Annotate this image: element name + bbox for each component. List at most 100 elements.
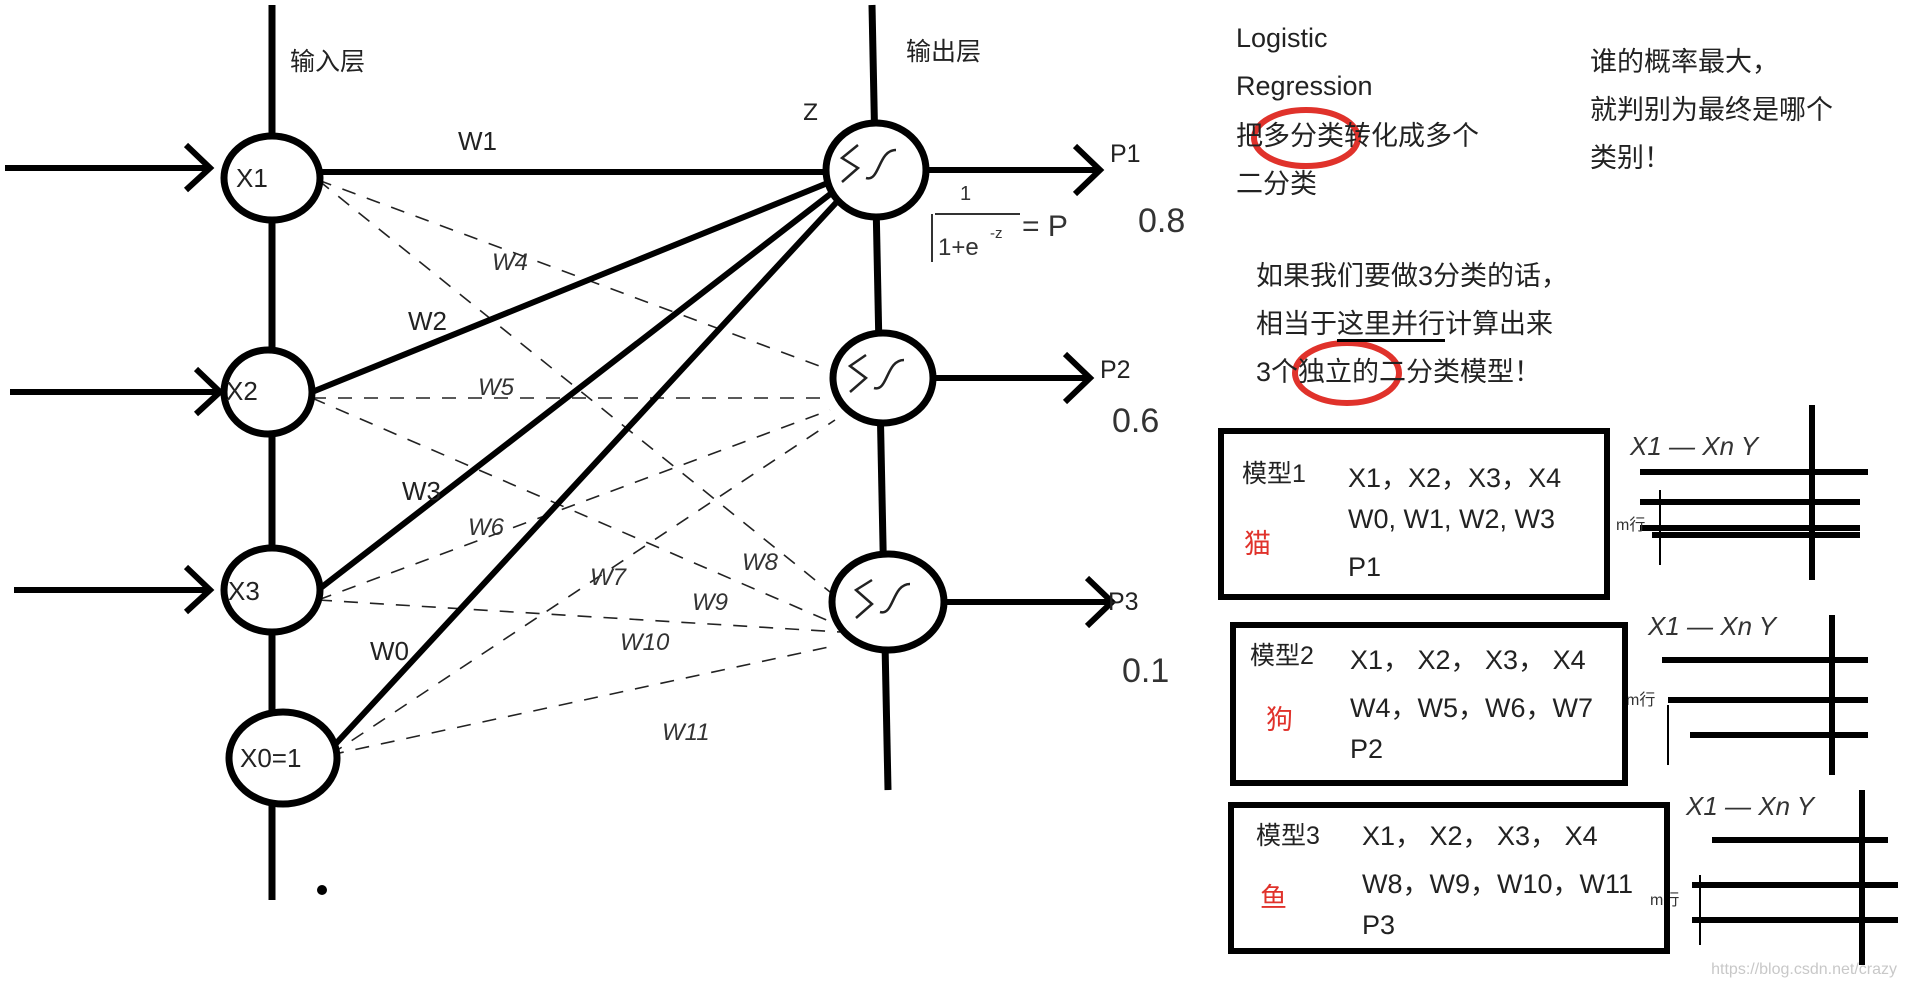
- parallel-line2-b: 这里: [1337, 309, 1391, 342]
- model-label-2: 模型2: [1250, 642, 1314, 670]
- input-node-x2: [220, 346, 316, 438]
- convert-prefix: 把: [1236, 121, 1263, 151]
- notes-parallel: 如果我们要做3分类的话， 相当于这里并行计算出来 3个独立的二分类模型！: [1256, 252, 1568, 396]
- model-box-1: 模型1 猫 X1，X2，X3，X4 W0, W1, W2, W3 P1: [1218, 428, 1610, 600]
- parallel-line3-c: 二分类模型！: [1379, 357, 1542, 387]
- model-weights-3: W8，W9，W10，W11: [1362, 869, 1634, 899]
- model-label-3: 模型3: [1256, 822, 1320, 850]
- input-node-x1: [220, 132, 324, 224]
- notes-title-line2: Regression: [1236, 71, 1373, 101]
- model-animal-3: 鱼: [1260, 883, 1287, 913]
- model-animal-1: 猫: [1244, 529, 1271, 559]
- parallel-line3-circled: 独立的: [1298, 357, 1380, 387]
- convert-suffix: 转化成多个: [1344, 121, 1479, 151]
- formula-denominator: 1+e: [938, 234, 979, 261]
- model-box-2: 模型2 狗 X1， X2， X3， X4 W4，W5，W6，W7 P2: [1230, 622, 1628, 786]
- input-label-x3: X3: [228, 576, 260, 606]
- output-value-1: 0.8: [1138, 202, 1185, 240]
- output-p1: P1: [1110, 140, 1141, 168]
- output-arrows: [926, 143, 1117, 629]
- input-layer-label: 输入层: [290, 48, 365, 76]
- model-output-3: P3: [1362, 910, 1396, 940]
- input-label-x1: X1: [236, 163, 268, 193]
- model-output-2: P2: [1350, 734, 1384, 764]
- formula-result: = P: [1022, 210, 1068, 243]
- parallel-line3-a: 3个: [1256, 357, 1299, 387]
- output-layer-label: 输出层: [906, 38, 981, 66]
- handwritten-weight-labels: W4 W5 W6 W7 W8 W9 W10 W11: [468, 249, 779, 746]
- model-output-1: P1: [1348, 552, 1382, 582]
- model-weights-1: W0, W1, W2, W3: [1348, 504, 1556, 534]
- table-rows-2: m行: [1626, 691, 1655, 709]
- notes-title-line1: Logistic: [1236, 23, 1328, 53]
- output-nodes: [822, 119, 948, 654]
- weight-w1: W1: [458, 126, 497, 156]
- watermark: https://blog.csdn.net/crazy: [1711, 961, 1897, 978]
- parallel-line2-a: 相当于: [1256, 309, 1337, 339]
- input-nodes: X1 X2 X3 X0=1: [220, 132, 341, 808]
- input-node-x3: [220, 544, 324, 636]
- dashed-connections: [311, 179, 841, 756]
- prob-line2: 就判别为最终是哪个: [1590, 95, 1833, 125]
- model-features-2: X1， X2， X3， X4: [1350, 645, 1586, 675]
- solid-weight-labels: W1 W2 W3 W0: [370, 126, 497, 666]
- notes-convert: 把多分类转化成多个 二分类: [1236, 112, 1479, 208]
- parallel-line2-c: 并行: [1391, 309, 1445, 342]
- sigmoid-formula: 1 1+e -z = P: [931, 183, 1068, 262]
- notes-title: Logistic Regression: [1236, 14, 1373, 110]
- output-value-2: 0.6: [1112, 402, 1159, 440]
- highlight-circle-multiclass: [1251, 107, 1361, 169]
- weight-w5: W5: [478, 374, 515, 401]
- model-features-1: X1，X2，X3，X4: [1348, 463, 1562, 493]
- output-node-3: [828, 550, 948, 654]
- output-p2: P2: [1100, 356, 1131, 384]
- output-values: 0.8 0.6 0.1: [1112, 202, 1185, 690]
- weight-w11: W11: [662, 719, 710, 746]
- table-header-2: X1 — Xn Y: [1647, 611, 1778, 641]
- formula-numerator: 1: [960, 183, 971, 205]
- notes-probability: 谁的概率最大， 就判别为最终是哪个 类别！: [1590, 38, 1833, 182]
- highlight-circle-independent: [1292, 340, 1402, 406]
- output-value-3: 0.1: [1122, 652, 1169, 690]
- solid-connections: [310, 169, 849, 753]
- formula-exponent: -z: [990, 225, 1003, 242]
- output-labels: P1 P2 P3: [1100, 140, 1141, 616]
- model-label-1: 模型1: [1242, 460, 1306, 488]
- table-rows-1: m行: [1616, 516, 1645, 534]
- parallel-line2-d: 计算出来: [1445, 309, 1553, 339]
- input-label-x2: X2: [226, 376, 258, 406]
- model-weights-2: W4，W5，W6，W7: [1350, 693, 1593, 723]
- weight-w9: W9: [692, 589, 728, 616]
- input-node-x0: [225, 708, 341, 808]
- convert-circled: 多分类: [1263, 121, 1344, 151]
- weight-w6: W6: [468, 514, 505, 541]
- input-arrows: [5, 142, 225, 615]
- weight-w3: W3: [402, 476, 441, 506]
- model-box-3: 模型3 鱼 X1， X2， X3， X4 W8，W9，W10，W11 P3: [1228, 802, 1670, 954]
- table-header-3: X1 — Xn Y: [1685, 791, 1816, 821]
- prob-line1: 谁的概率最大，: [1590, 47, 1779, 77]
- table-sketch-2: [1662, 615, 1868, 775]
- z-label: Z: [803, 101, 818, 126]
- table-sketch-1: [1640, 405, 1868, 580]
- stray-dot: [317, 885, 327, 895]
- weight-w10: W10: [620, 629, 670, 656]
- input-label-x0: X0=1: [240, 743, 301, 773]
- output-node-2: [829, 329, 937, 427]
- weight-w0: W0: [370, 636, 409, 666]
- weight-w2: W2: [408, 306, 447, 336]
- table-sketches: [1640, 405, 1898, 965]
- convert-line2: 二分类: [1236, 169, 1317, 199]
- parallel-line1: 如果我们要做3分类的话，: [1256, 261, 1569, 291]
- model-features-3: X1， X2， X3， X4: [1362, 821, 1598, 851]
- weight-w7: W7: [590, 564, 628, 591]
- prob-line3: 类别！: [1590, 143, 1671, 173]
- table-header-1: X1 — Xn Y: [1629, 431, 1760, 461]
- table-sketch-3: [1692, 790, 1898, 965]
- output-p3: P3: [1108, 588, 1139, 616]
- table-sketch-labels: X1 — Xn Y m行 X1 — Xn Y m行 X1 — Xn Y m行: [1616, 431, 1816, 909]
- weight-w4: W4: [492, 249, 528, 276]
- model-animal-2: 狗: [1266, 705, 1293, 735]
- weight-w8: W8: [742, 549, 779, 576]
